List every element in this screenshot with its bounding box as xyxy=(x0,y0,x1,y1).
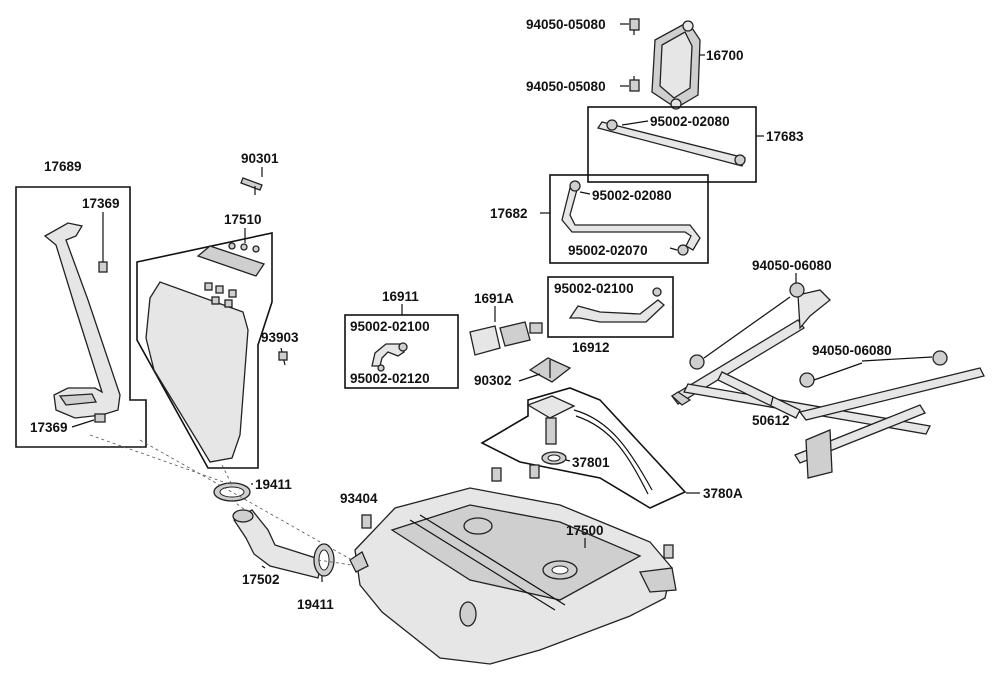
label-50612: 50612 xyxy=(752,413,790,428)
label-95002-02080-b: 95002-02080 xyxy=(592,188,672,203)
label-37801: 37801 xyxy=(572,455,610,470)
label-19411-top: 19411 xyxy=(255,477,292,492)
box-17682 xyxy=(549,174,709,264)
bolt-93404-d xyxy=(663,544,674,559)
label-95002-02070: 95002-02070 xyxy=(568,243,648,258)
bolt-90302 xyxy=(528,357,572,383)
label-94050-06080-b: 94050-06080 xyxy=(812,343,892,358)
clamp-19411-top xyxy=(213,482,251,502)
label-17502: 17502 xyxy=(242,572,280,587)
nut-94050-06080-a xyxy=(789,282,805,298)
label-95002-02100-a: 95002-02100 xyxy=(350,319,430,334)
label-16912: 16912 xyxy=(572,340,610,355)
bolt-93404-c xyxy=(529,464,540,479)
fuel-pump-3780A xyxy=(526,395,653,495)
hose-16911 xyxy=(371,342,408,372)
label-94050-05080-bottom: 94050-05080 xyxy=(526,79,606,94)
screw-93903 xyxy=(278,347,288,366)
canister-16700 xyxy=(651,20,701,110)
label-19411-bottom: 19411 xyxy=(297,597,334,612)
fuel-filter-1691A xyxy=(469,321,543,356)
label-17510: 17510 xyxy=(224,212,262,227)
label-94050-05080-top: 94050-05080 xyxy=(526,17,606,32)
clip-17369-top xyxy=(98,261,108,273)
box-16912 xyxy=(547,276,674,338)
screw-90301 xyxy=(240,177,263,195)
nut-94050-06080-d xyxy=(932,350,948,366)
label-3780A: 3780A xyxy=(703,486,743,501)
hose-17502 xyxy=(232,509,323,579)
bolt-93404-a xyxy=(361,514,372,529)
frame-50612 xyxy=(670,289,985,479)
label-17682: 17682 xyxy=(490,206,528,221)
label-16911: 16911 xyxy=(382,289,419,304)
box-17689 xyxy=(15,186,147,448)
label-17369-bottom: 17369 xyxy=(30,420,68,435)
nut-94050-06080-b xyxy=(689,354,705,370)
fuel-tank-17500 xyxy=(349,487,677,665)
bolt-94050-05080-bottom xyxy=(629,76,640,92)
label-94050-06080-a: 94050-06080 xyxy=(752,258,832,273)
clip-17369-bottom xyxy=(94,413,106,423)
label-95002-02100-b: 95002-02100 xyxy=(554,281,634,296)
box-17683 xyxy=(587,106,757,183)
label-95002-02080-a: 95002-02080 xyxy=(650,114,730,129)
hose-17682 xyxy=(561,180,701,256)
label-17689: 17689 xyxy=(44,159,82,174)
label-17369-top: 17369 xyxy=(82,196,120,211)
label-93404: 93404 xyxy=(340,491,378,506)
box-3780A xyxy=(480,387,687,509)
hose-17683 xyxy=(596,119,746,167)
hose-16912 xyxy=(568,287,665,323)
bolt-94050-05080-top xyxy=(629,18,640,35)
clamp-19411-bottom xyxy=(313,543,335,577)
gasket-37801 xyxy=(541,451,567,465)
reservoir-17510 xyxy=(145,242,266,463)
label-1691A: 1691A xyxy=(474,291,514,306)
label-90302: 90302 xyxy=(474,373,512,388)
bolt-93404-b xyxy=(491,467,502,482)
box-17510 xyxy=(136,232,273,469)
label-93903: 93903 xyxy=(261,330,299,345)
label-16700: 16700 xyxy=(706,48,744,63)
label-17500: 17500 xyxy=(566,523,604,538)
label-90301: 90301 xyxy=(241,151,279,166)
nut-94050-06080-c xyxy=(799,372,815,388)
filler-pipe-17689 xyxy=(43,222,121,419)
label-95002-02120: 95002-02120 xyxy=(350,371,430,386)
label-17683: 17683 xyxy=(766,129,804,144)
